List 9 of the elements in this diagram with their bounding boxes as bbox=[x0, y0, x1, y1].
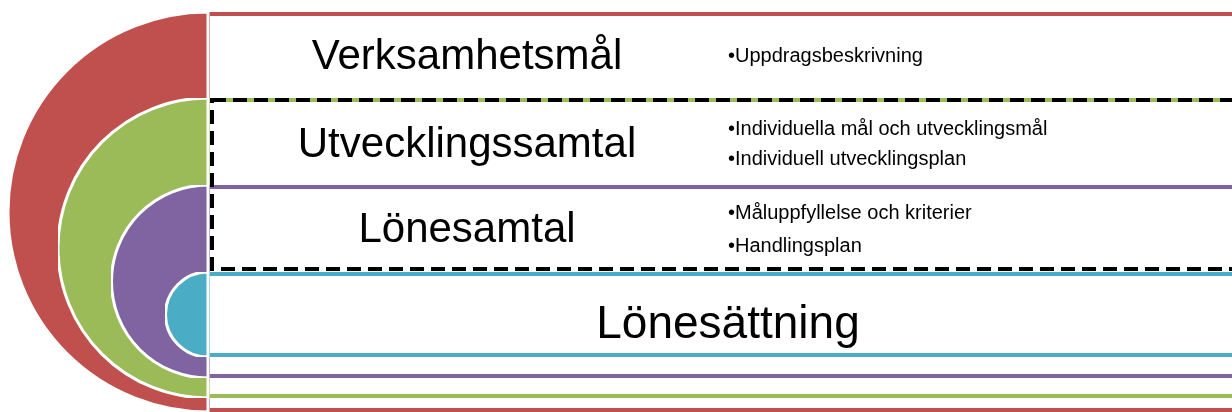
bullet-item: •Individuell utvecklingsplan bbox=[728, 148, 967, 168]
band-heading: Lönesamtal bbox=[358, 207, 576, 249]
bullet-item: •Måluppfyllelse och kriterier bbox=[728, 202, 972, 222]
arc-band bbox=[165, 272, 1232, 357]
bullet-item: •Handlingsplan bbox=[728, 235, 862, 255]
band-heading: Verksamhetsmål bbox=[311, 34, 623, 76]
bullet-item: •Uppdragsbeskrivning bbox=[728, 45, 923, 65]
band-heading: Utvecklingssamtal bbox=[297, 122, 637, 164]
bullet-item: •Individuella mål och utvecklingsmål bbox=[728, 118, 1048, 138]
